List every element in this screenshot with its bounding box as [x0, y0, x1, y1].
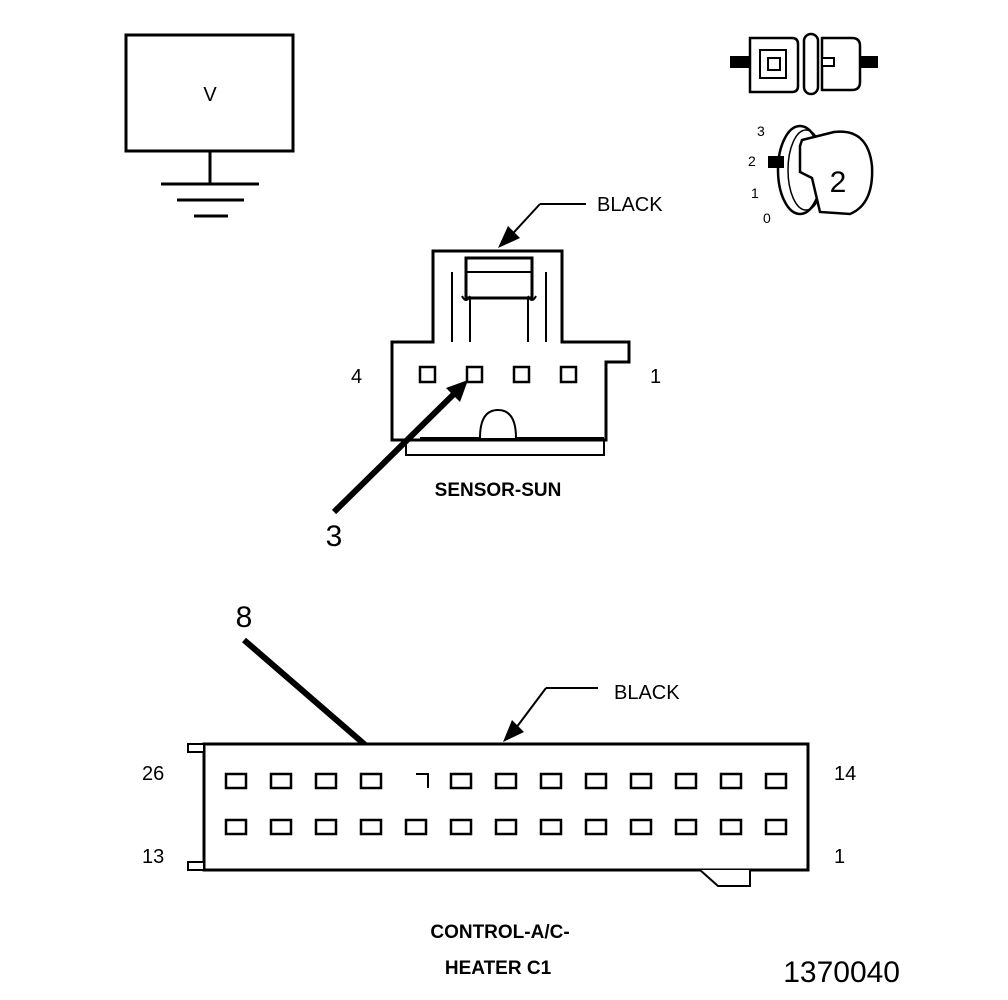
key-position-2: 2: [748, 153, 756, 169]
control-pin-top-right-label: 14: [834, 763, 856, 785]
sensor-pin-2: [512, 365, 531, 384]
voltmeter-label: V: [203, 84, 217, 106]
control-pin-8: [449, 818, 473, 836]
control-pin-row-bottom: [224, 818, 788, 836]
sensor-name: SENSOR-SUN: [435, 480, 562, 501]
sensor-pin-left-label: 4: [351, 366, 362, 388]
key-position-0: 0: [763, 210, 771, 226]
control-callout-pin: 8: [236, 601, 253, 634]
sensor-pin-right-label: 1: [650, 366, 661, 388]
control-pin-row-top: [224, 772, 788, 790]
sensor-pin-1: [559, 365, 578, 384]
key-selected-position: 2: [830, 166, 847, 199]
figure-number: 1370040: [783, 956, 900, 989]
control-color-label: BLACK: [614, 682, 680, 704]
key-position-1: 1: [751, 185, 759, 201]
control-name-line1: CONTROL-A/C-: [430, 922, 569, 943]
control-name-line2: HEATER C1: [445, 958, 552, 979]
control-heater-connector: 8 BLACK: [142, 601, 856, 979]
control-pin-bottom-right-label: 1: [834, 846, 845, 868]
ignition-key-icon: 3 2 1 0 2: [748, 123, 874, 226]
key-position-3: 3: [757, 123, 765, 139]
control-pin-bottom-left-label: 13: [142, 846, 164, 868]
ground-icon: [161, 182, 259, 218]
sensor-callout-pin: 3: [326, 520, 343, 553]
sensor-pin-3: [465, 365, 484, 384]
sensor-pin-4: [418, 365, 437, 384]
connector-unplugged-icon: [730, 32, 878, 96]
sensor-color-label: BLACK: [597, 194, 663, 216]
voltmeter-symbol: V: [124, 33, 295, 218]
sensor-sun-connector: BLACK 4 1 SENSOR-SUN 3: [326, 194, 664, 553]
control-pin-top-left-label: 26: [142, 763, 164, 785]
